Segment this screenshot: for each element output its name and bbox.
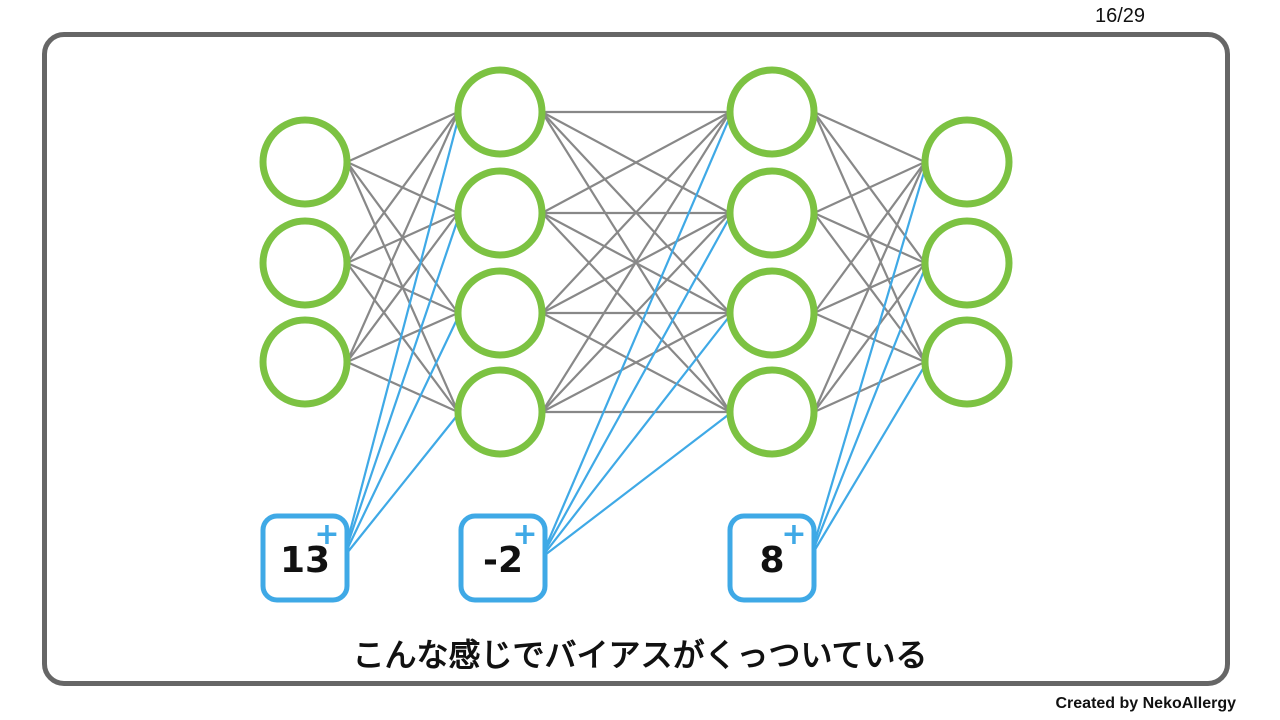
bias-boxes: 13+-2+8+ <box>260 513 817 603</box>
bias-line-0-to-n1 <box>341 212 462 559</box>
bias-line-2-to-n0 <box>808 161 929 559</box>
bias-box-0: 13+ <box>260 513 350 603</box>
bias-line-2-to-n2 <box>809 361 928 559</box>
neuron-nodes <box>259 66 1013 458</box>
neuron-l1-n1 <box>454 167 546 259</box>
page-number: 16/29 <box>1094 5 1146 27</box>
neuron-l0-n0 <box>259 116 351 208</box>
credit-text: Created by NekoAllergy <box>1055 695 1236 712</box>
bias-line-1-to-n0 <box>539 111 734 559</box>
plus-icon-1: + <box>512 517 537 552</box>
bias-line-1-to-n1 <box>540 212 733 559</box>
bias-box-2: 8+ <box>727 513 817 603</box>
weight-line-l1-n3-to-n1 <box>541 212 731 413</box>
bias-connections <box>341 111 929 559</box>
bias-line-1-to-n2 <box>540 312 733 559</box>
bias-value-0: 13 <box>280 540 330 581</box>
bias-line-0-to-n0 <box>341 111 462 559</box>
bias-line-2-to-n1 <box>808 262 929 559</box>
weight-line-l2-n0-to-n0 <box>813 110 926 164</box>
slide-caption: こんな感じでバイアスがくっついている <box>352 636 928 674</box>
plus-icon-0: + <box>314 517 339 552</box>
weight-line-l0-n2-to-n2 <box>346 311 459 364</box>
weight-line-l0-n2-to-n3 <box>346 360 459 414</box>
neuron-l1-n3 <box>454 366 546 458</box>
weight-line-l0-n0-to-n0 <box>346 110 459 164</box>
weight-line-l2-n3-to-n2 <box>813 360 926 414</box>
bias-value-1: -2 <box>483 540 523 581</box>
weight-line-l0-n2-to-n1 <box>346 212 459 363</box>
weight-line-l2-n1-to-n0 <box>813 161 926 214</box>
neuron-l1-n2 <box>454 267 546 359</box>
weight-line-l0-n1-to-n0 <box>346 111 459 264</box>
weight-connections <box>345 110 927 414</box>
weight-line-l1-n3-to-n2 <box>541 312 731 413</box>
weight-line-l0-n2-to-n0 <box>345 111 460 363</box>
neuron-l3-n2 <box>921 316 1013 408</box>
bias-box-frame-1 <box>458 513 548 603</box>
neuron-l2-n2 <box>726 267 818 359</box>
bias-box-1: -2+ <box>458 513 548 603</box>
bias-line-0-to-n3 <box>342 411 461 559</box>
bias-box-frame-0 <box>260 513 350 603</box>
neuron-l2-n1 <box>726 167 818 259</box>
neuron-l2-n0 <box>726 66 818 158</box>
neuron-l0-n2 <box>259 316 351 408</box>
weight-line-l1-n1-to-n0 <box>541 111 731 214</box>
bias-line-0-to-n2 <box>342 312 461 559</box>
neuron-l3-n1 <box>921 217 1013 309</box>
weight-line-l1-n2-to-n0 <box>541 111 731 314</box>
weight-line-l2-n2-to-n0 <box>813 161 926 314</box>
weight-line-l2-n3-to-n1 <box>813 262 926 413</box>
weight-line-l1-n3-to-n0 <box>541 111 731 413</box>
slide-frame <box>42 32 1230 686</box>
plus-icon-2: + <box>781 517 806 552</box>
bias-box-frame-2 <box>727 513 817 603</box>
neuron-l0-n1 <box>259 217 351 309</box>
neuron-l3-n0 <box>921 116 1013 208</box>
neuron-l2-n3 <box>726 366 818 458</box>
neuron-l1-n0 <box>454 66 546 158</box>
bias-line-1-to-n3 <box>540 411 733 559</box>
weight-line-l2-n3-to-n0 <box>812 161 927 413</box>
bias-value-2: 8 <box>759 540 784 581</box>
